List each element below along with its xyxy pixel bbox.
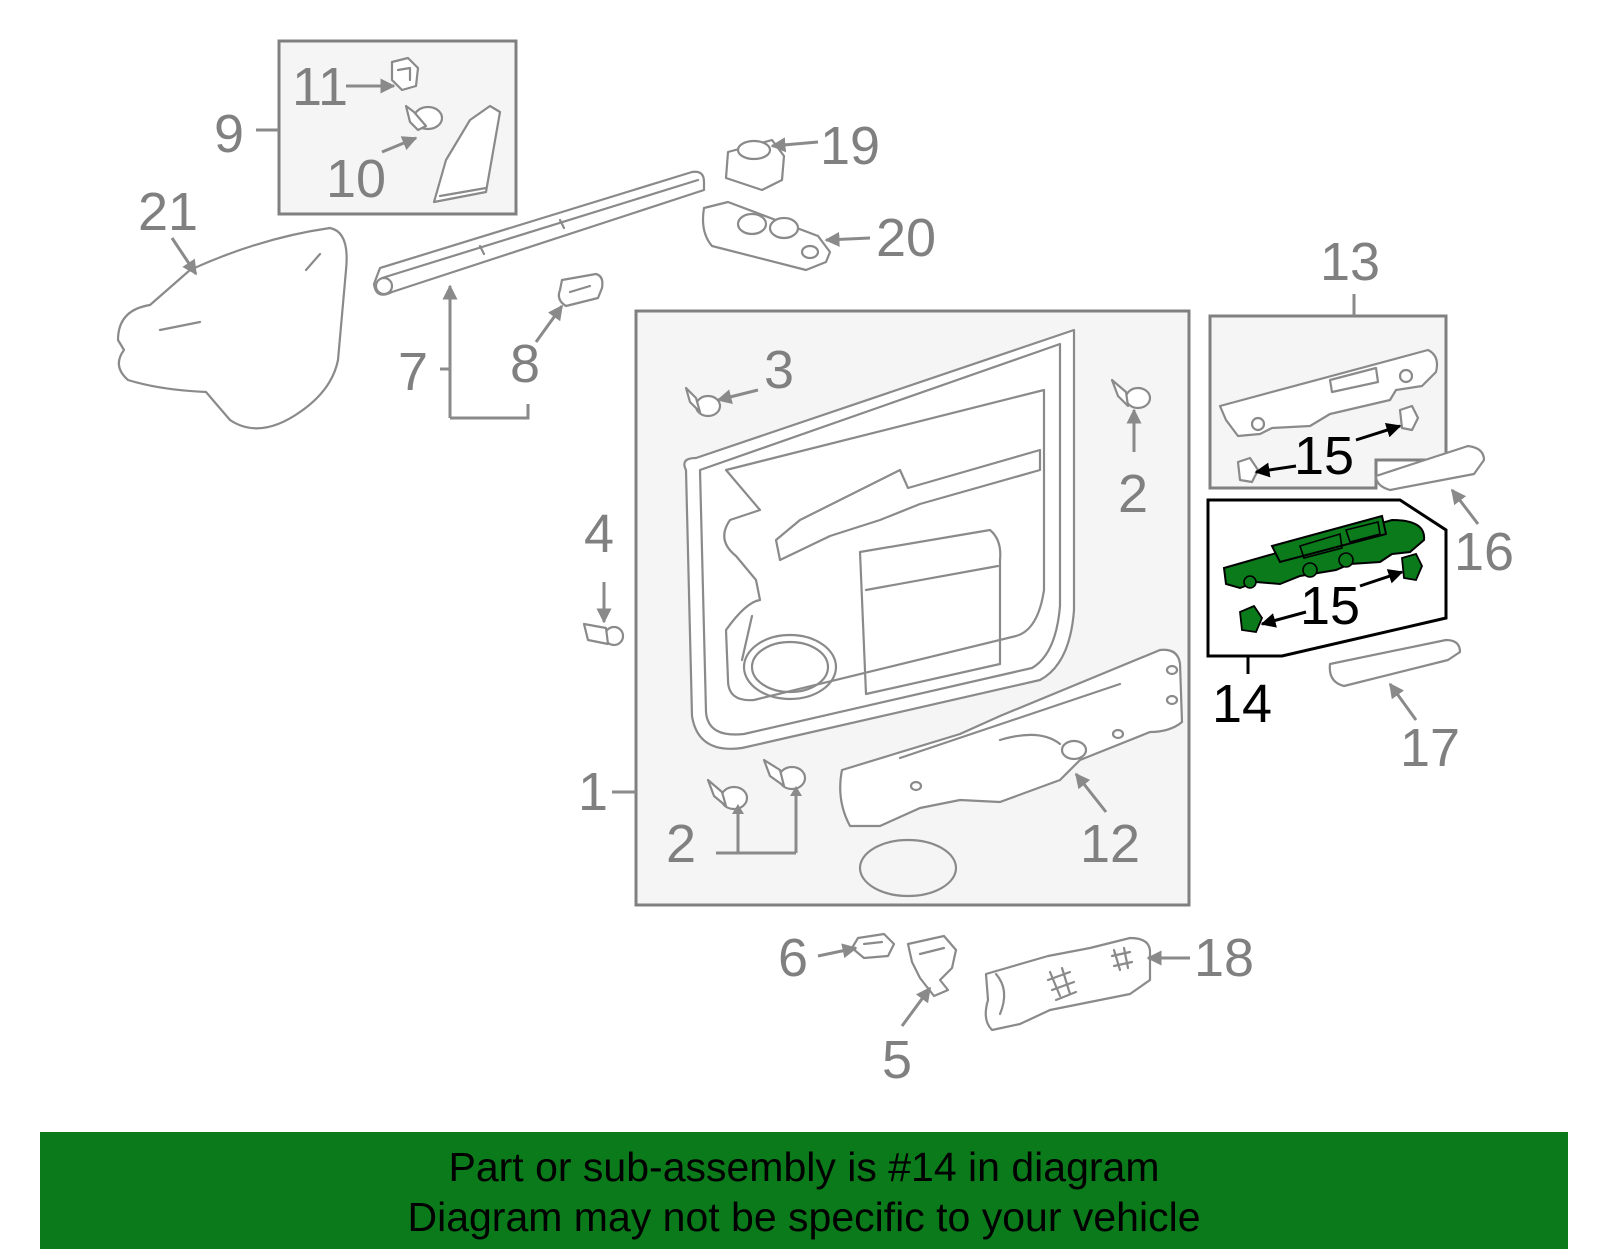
group-box-9	[256, 39, 518, 216]
callout-18: 18	[1194, 928, 1254, 988]
part-2-clip-bottom-right	[762, 758, 807, 791]
callout-9: 9	[214, 104, 244, 164]
callout-12: 12	[1080, 814, 1140, 874]
callout-10: 10	[326, 149, 386, 209]
part-1-door-trim-panel	[683, 328, 1076, 750]
part-15-clip	[1239, 604, 1264, 633]
part-15-clip	[1401, 552, 1423, 582]
part-21-watershield	[116, 226, 348, 430]
callout-15-upper: 15	[1294, 426, 1354, 486]
callout-1: 1	[578, 762, 608, 822]
part-6-cover	[850, 932, 896, 960]
callout-6: 6	[778, 928, 808, 988]
part-20-switch-base	[701, 200, 832, 272]
callout-8: 8	[510, 334, 540, 394]
callout-2-right: 2	[1118, 464, 1148, 524]
callout-13: 13	[1320, 232, 1380, 292]
banner-line-2: Diagram may not be specific to your vehi…	[407, 1194, 1201, 1240]
part-14-switch-bezel	[1222, 514, 1426, 590]
part-15-clip	[1398, 404, 1420, 432]
part-16-cover	[1374, 444, 1486, 492]
callout-21: 21	[138, 182, 198, 242]
callout-3: 3	[764, 340, 794, 400]
callout-16: 16	[1454, 522, 1514, 582]
part-11-clip	[390, 56, 420, 92]
banner-line-1: Part or sub-assembly is #14 in diagram	[448, 1144, 1160, 1190]
group-box-1	[612, 309, 1191, 907]
callout-14: 14	[1212, 674, 1272, 734]
callout-20: 20	[876, 208, 936, 268]
part-8-cover	[557, 272, 604, 308]
part-3-clip	[684, 386, 722, 418]
part-4-bolt	[582, 622, 625, 647]
callout-7: 7	[398, 342, 428, 402]
part-2-clip-bottom-left	[706, 778, 749, 811]
part-2-clip-right	[1110, 378, 1152, 410]
group-box-13	[1208, 294, 1448, 490]
part-5-bracket	[906, 934, 958, 998]
parts-diagram: 1 2 2 3 4 5 6 7 8 9 10 11 12 13 14 15 15…	[116, 39, 1514, 1090]
callout-2-bottom: 2	[666, 814, 696, 874]
callout-19: 19	[820, 116, 880, 176]
part-7-weatherstrip	[372, 170, 706, 296]
part-18-inside-handle	[984, 936, 1152, 1032]
part-10-fastener	[404, 104, 444, 132]
callout-15-lower: 15	[1300, 576, 1360, 636]
callout-5: 5	[882, 1030, 912, 1090]
part-12-armrest-base	[839, 648, 1184, 828]
part-19-switch-knob	[724, 138, 786, 192]
speaker-grille-oval	[858, 838, 958, 898]
callout-11: 11	[292, 57, 348, 117]
part-17-cover	[1328, 638, 1462, 688]
callout-17: 17	[1400, 718, 1460, 778]
info-banner: Part or sub-assembly is #14 in diagram D…	[40, 1132, 1568, 1249]
callout-4: 4	[584, 504, 614, 564]
group-box-14	[1206, 498, 1448, 674]
part-9-garnish	[432, 104, 502, 204]
